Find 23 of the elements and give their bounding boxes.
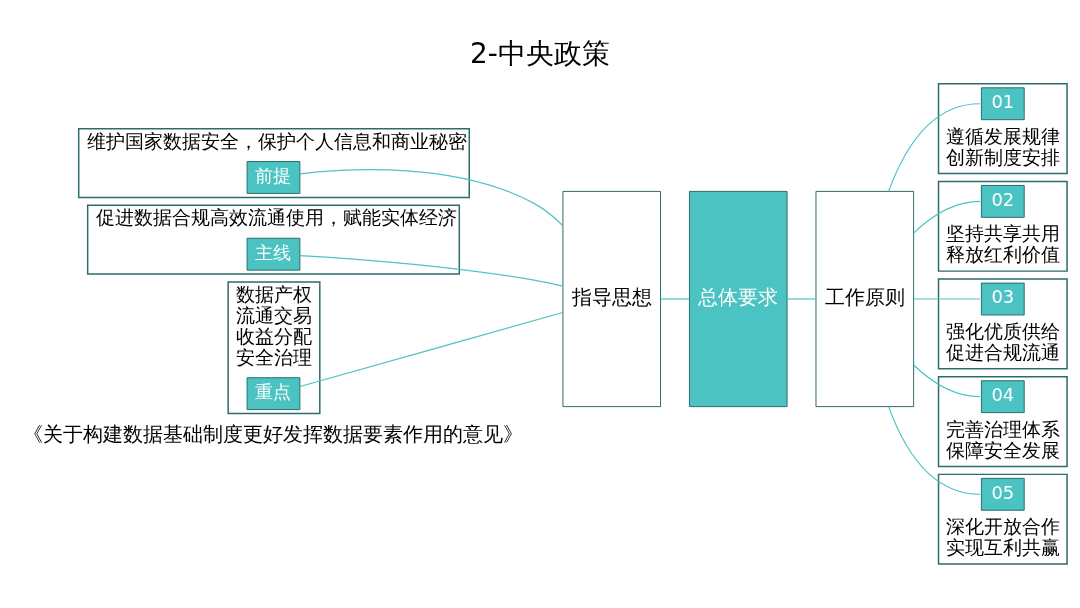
label: 《关于构建数据基础制度更好发挥数据要素作用的意见》 [23, 423, 524, 446]
connector [786, 297, 817, 300]
connector [913, 297, 981, 300]
connector [299, 311, 564, 387]
node-box: 主线 [246, 237, 301, 271]
connector [299, 254, 564, 287]
node-box: 总体要求 [688, 190, 788, 407]
node-box: 02 [980, 184, 1025, 218]
node-box: 03 [980, 282, 1025, 315]
connector [913, 200, 981, 233]
node-box: 指导思想 [562, 190, 662, 407]
connector [660, 297, 690, 300]
node-box: 04 [980, 379, 1025, 413]
node-box: 前提 [246, 160, 301, 194]
node-box: 01 [980, 86, 1025, 120]
connector [888, 405, 981, 495]
node-box: 05 [980, 477, 1025, 511]
connector [299, 168, 564, 226]
node-box: 工作原则 [815, 190, 915, 407]
node-box: 重点 [246, 376, 301, 410]
connector [913, 364, 981, 397]
diagram-title: 2-中央政策 [470, 36, 610, 70]
connector [888, 102, 981, 192]
